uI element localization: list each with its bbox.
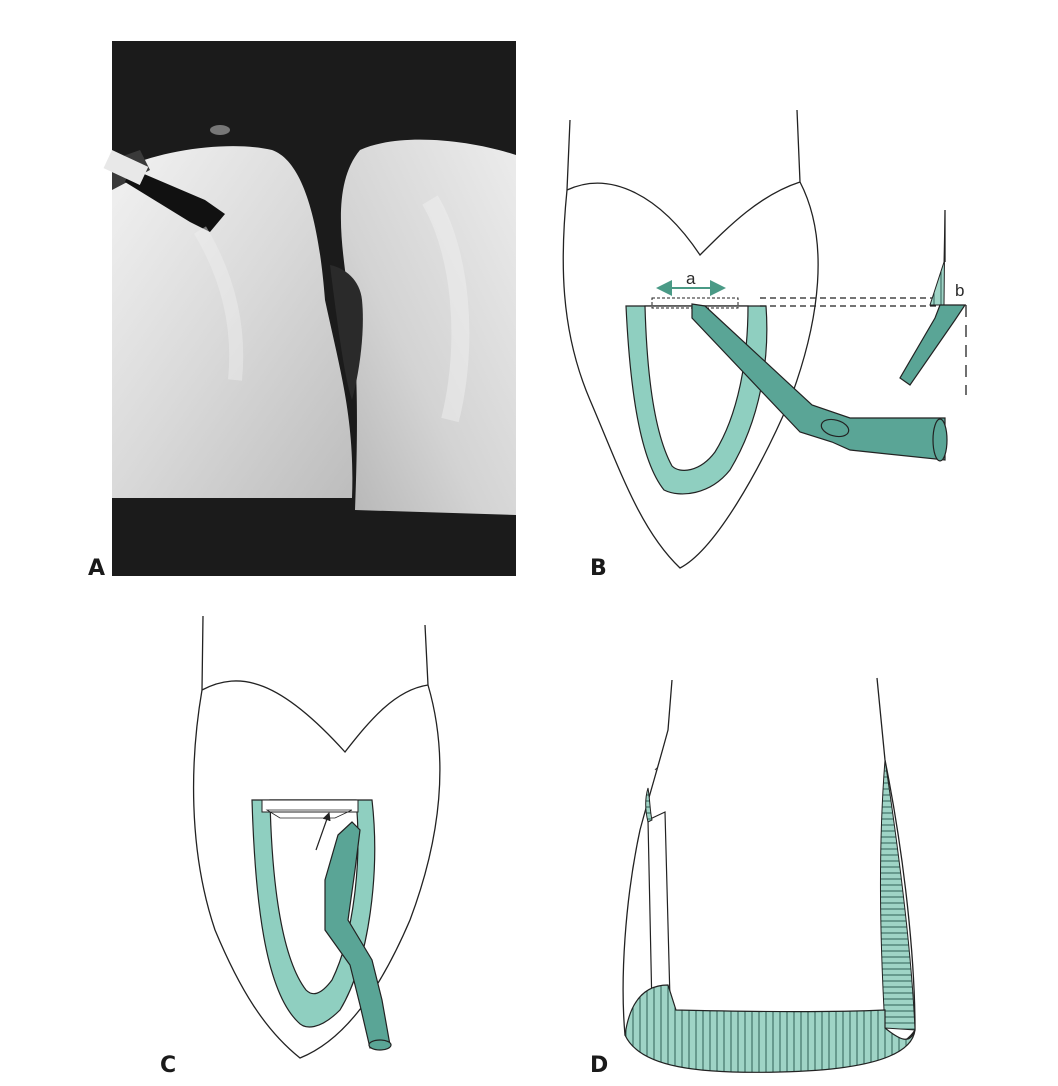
detail-b — [900, 210, 966, 395]
dimension-label-a: a — [686, 269, 696, 288]
right-tooth-photo — [341, 140, 516, 515]
panel-label-b: B — [590, 556, 607, 581]
panel-d-diagram — [623, 678, 915, 1072]
panel-label-c: C — [160, 1053, 176, 1078]
panel-c-diagram — [194, 616, 440, 1058]
panel-b-diagram — [563, 110, 966, 568]
panel-a-photo — [104, 41, 516, 576]
panel-label-a: A — [88, 556, 105, 581]
dimension-label-b: b — [955, 281, 964, 300]
panel-label-d: D — [590, 1053, 608, 1078]
restoration-wall-right — [880, 760, 915, 1030]
